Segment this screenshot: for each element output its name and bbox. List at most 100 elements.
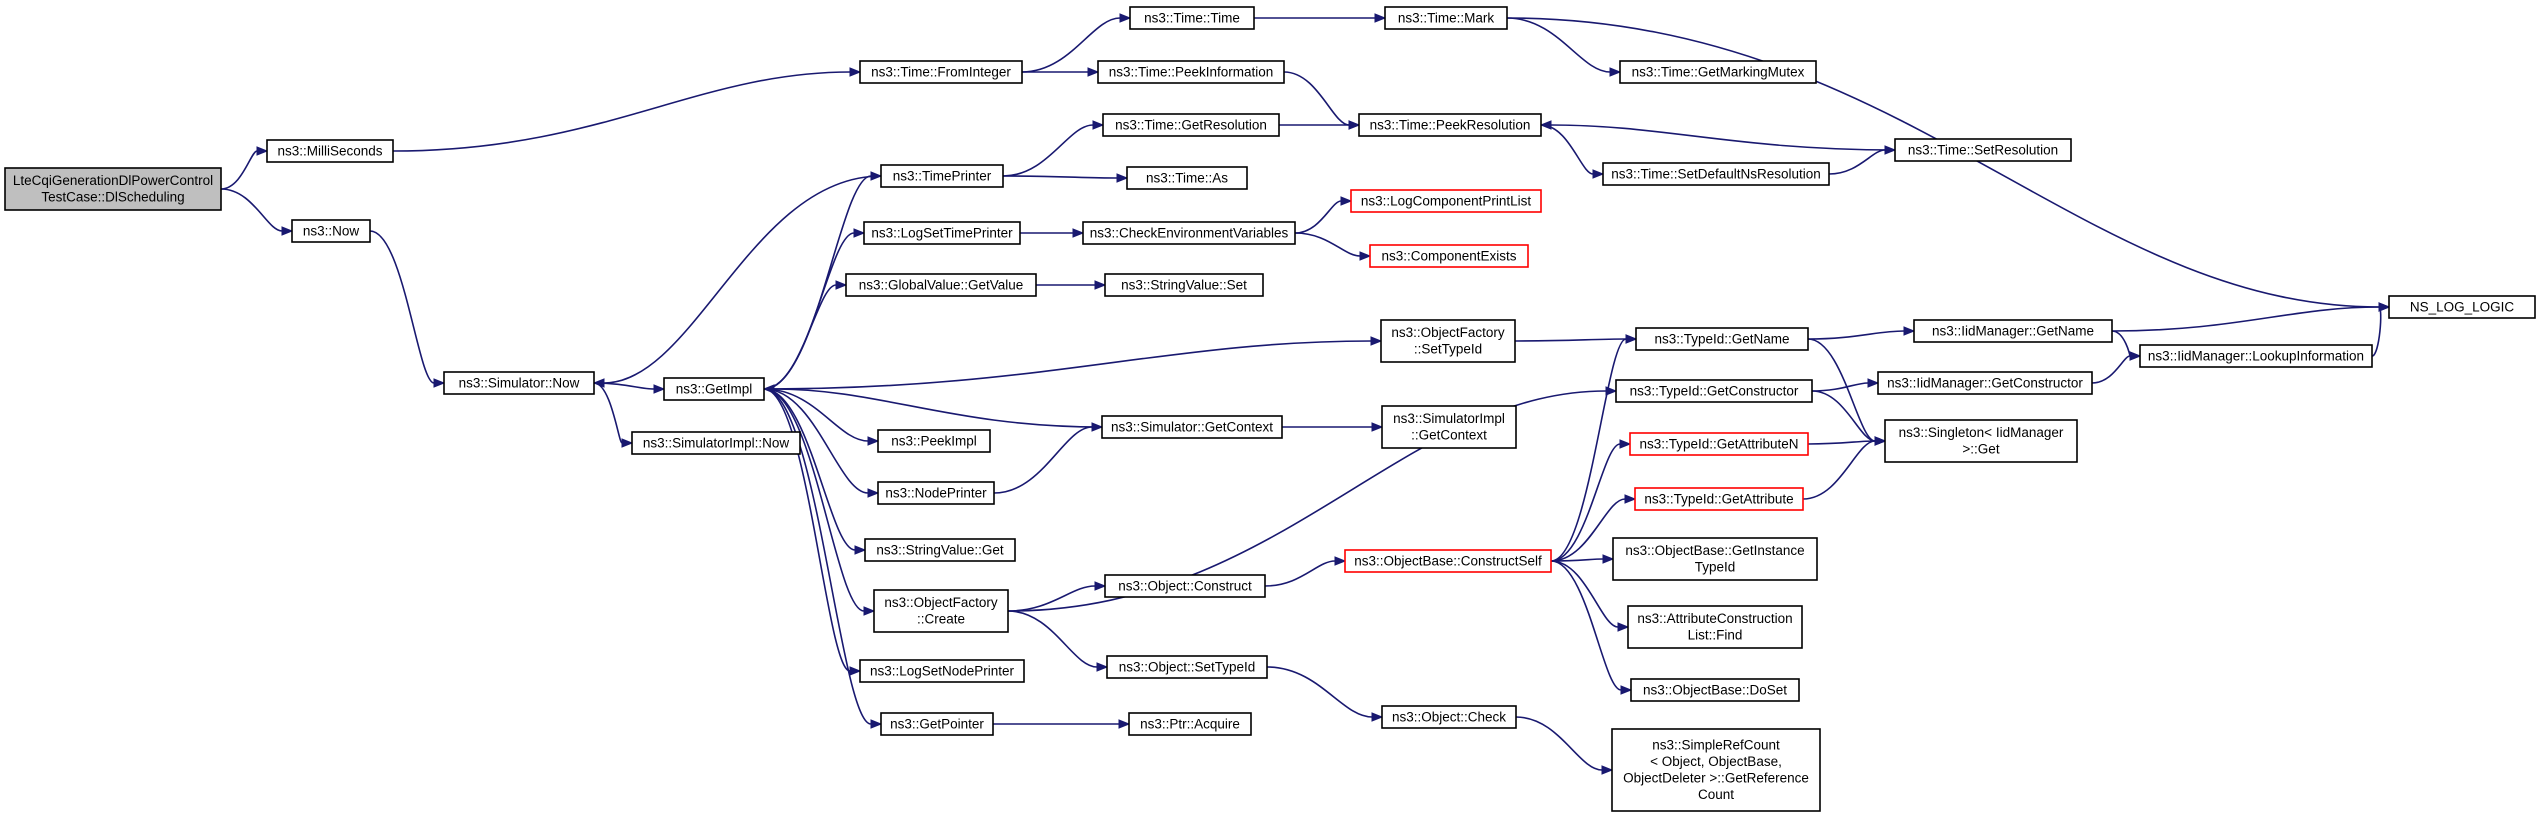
node-iidGetName[interactable]: ns3::IidManager::GetName <box>1913 319 2113 343</box>
node-box <box>631 431 801 455</box>
node-label-line: ns3::Time::PeekResolution <box>1370 117 1531 132</box>
node-logCompPrintList[interactable]: ns3::LogComponentPrintList <box>1350 189 1542 213</box>
edge-arrowhead <box>853 228 866 238</box>
node-componentExists[interactable]: ns3::ComponentExists <box>1369 244 1529 268</box>
node-setResolution[interactable]: ns3::Time::SetResolution <box>1894 138 2072 162</box>
node-box <box>2139 344 2373 368</box>
node-objFactorySetTypeId[interactable]: ns3::ObjectFactory::SetTypeId <box>1380 319 1516 363</box>
node-typeIdGetConstructor[interactable]: ns3::TypeId::GetConstructor <box>1615 379 1813 403</box>
node-simpleRefCount[interactable]: ns3::SimpleRefCount< Object, ObjectBase,… <box>1611 728 1821 812</box>
node-nodePrinter[interactable]: ns3::NodePrinter <box>877 481 995 505</box>
edge-arrowhead <box>1371 422 1384 432</box>
node-label-line: ns3::ObjectFactory <box>884 595 998 610</box>
node-simNow[interactable]: ns3::Simulator::Now <box>443 371 595 395</box>
node-label-line: ns3::ObjectBase::ConstructSelf <box>1354 553 1542 568</box>
edge-arrowhead <box>1867 378 1880 388</box>
node-objectCheck[interactable]: ns3::Object::Check <box>1381 705 1517 729</box>
node-peekResolution[interactable]: ns3::Time::PeekResolution <box>1358 113 1542 137</box>
edge-line <box>593 382 623 444</box>
node-getResolution[interactable]: ns3::Time::GetResolution <box>1102 113 1280 137</box>
node-label-line: ::GetContext <box>1411 428 1487 443</box>
edge-arrowhead <box>1602 554 1615 564</box>
node-box <box>880 712 994 736</box>
node-iidGetConstructor[interactable]: ns3::IidManager::GetConstructor <box>1877 371 2093 395</box>
node-timePrinter[interactable]: ns3::TimePrinter <box>880 164 1004 188</box>
node-timeAs[interactable]: ns3::Time::As <box>1126 166 1248 190</box>
edge-typeIdGetName-to-iidGetName <box>1807 326 1916 340</box>
node-label-line: ns3::MilliSeconds <box>277 143 382 158</box>
edge-line <box>773 388 1103 428</box>
node-timeTime[interactable]: ns3::Time::Time <box>1129 6 1255 30</box>
node-box <box>1381 705 1517 729</box>
node-box <box>859 60 1023 84</box>
node-typeIdGetAttr[interactable]: ns3::TypeId::GetAttribute <box>1634 487 1804 511</box>
edge-arrowhead <box>256 146 269 156</box>
edge-line <box>392 71 851 152</box>
edge-arrowhead <box>1334 556 1347 566</box>
edge-arrowhead <box>1072 228 1085 238</box>
edge-arrowhead <box>1370 336 1383 346</box>
edge-getImpl-to-peekImpl <box>763 388 880 446</box>
node-timeMark[interactable]: ns3::Time::Mark <box>1384 6 1508 30</box>
edge-objectConstructSelf-to-typeIdGetAttrN <box>1550 439 1632 562</box>
node-simGetContext[interactable]: ns3::Simulator::GetContext <box>1101 415 1283 439</box>
edge-getImpl-to-logSetTimePrinter <box>763 228 866 390</box>
edge-objectConstruct-to-objectConstructSelf <box>1264 556 1347 587</box>
node-setDefaultNsRes[interactable]: ns3::Time::SetDefaultNsResolution <box>1602 162 1830 186</box>
node-iidLookup[interactable]: ns3::IidManager::LookupInformation <box>2139 344 2373 368</box>
node-objectConstructSelf[interactable]: ns3::ObjectBase::ConstructSelf <box>1344 549 1552 573</box>
node-box <box>1126 166 1248 190</box>
edge-arrowhead <box>835 280 848 290</box>
node-label-line: ns3::SimulatorImpl <box>1393 411 1505 426</box>
node-label-line: ns3::TypeId::GetName <box>1654 331 1789 346</box>
node-box <box>1384 6 1508 30</box>
edge-timeTime-to-timeMark <box>1254 13 1387 23</box>
node-peekInformation[interactable]: ns3::Time::PeekInformation <box>1097 60 1285 84</box>
node-simImplNow[interactable]: ns3::SimulatorImpl::Now <box>631 431 801 455</box>
node-globalValueGetValue[interactable]: ns3::GlobalValue::GetValue <box>845 273 1037 297</box>
node-label-line: ns3::Object::Check <box>1392 709 1506 724</box>
node-nsLogLogic[interactable]: NS_LOG_LOGIC <box>2388 295 2536 319</box>
node-box <box>1097 60 1285 84</box>
node-now[interactable]: ns3::Now <box>291 219 371 243</box>
node-getImpl[interactable]: ns3::GetImpl <box>663 377 765 401</box>
edge-arrowhead <box>281 226 294 236</box>
node-box <box>859 659 1025 683</box>
node-objBaseDoSet[interactable]: ns3::ObjectBase::DoSet <box>1630 678 1800 702</box>
node-milliseconds[interactable]: ns3::MilliSeconds <box>266 139 394 163</box>
node-fromInteger[interactable]: ns3::Time::FromInteger <box>859 60 1023 84</box>
node-getMarkingMutex[interactable]: ns3::Time::GetMarkingMutex <box>1619 60 1817 84</box>
nodes-layer: LteCqiGenerationDlPowerControlTestCase::… <box>4 6 2536 812</box>
edge-arrowhead <box>1903 326 1916 336</box>
node-stringValueSet[interactable]: ns3::StringValue::Set <box>1104 273 1264 297</box>
node-box <box>1611 728 1821 812</box>
node-logSetTimePrinter[interactable]: ns3::LogSetTimePrinter <box>863 221 1021 245</box>
node-label-line: Count <box>1698 787 1734 802</box>
node-label-line: ns3::StringValue::Get <box>876 542 1004 557</box>
node-box <box>1380 319 1516 363</box>
node-objFactoryCreate[interactable]: ns3::ObjectFactory::Create <box>873 589 1009 633</box>
edge-line <box>763 388 856 551</box>
node-label-line: ns3::AttributeConstruction <box>1637 611 1792 626</box>
node-box <box>1884 419 2078 463</box>
node-logSetNodePrinter[interactable]: ns3::LogSetNodePrinter <box>859 659 1025 683</box>
node-objectConstruct[interactable]: ns3::Object::Construct <box>1104 574 1266 598</box>
node-typeIdGetName[interactable]: ns3::TypeId::GetName <box>1635 327 1809 351</box>
edge-line <box>2111 330 2131 357</box>
edge-objFactorySetTypeId-to-typeIdGetName <box>1514 334 1638 344</box>
edge-iidLookup-to-nsLogLogic <box>2371 302 2391 357</box>
node-ptrAcquire[interactable]: ns3::Ptr::Acquire <box>1128 712 1252 736</box>
edge-arrowhead <box>1625 334 1638 344</box>
node-simImplGetContext[interactable]: ns3::SimulatorImpl::GetContext <box>1381 405 1517 449</box>
node-checkEnvVars[interactable]: ns3::CheckEnvironmentVariables <box>1082 221 1296 245</box>
node-stringValueGet[interactable]: ns3::StringValue::Get <box>864 538 1016 562</box>
edge-line <box>1550 560 1619 628</box>
node-objectSetTypeId[interactable]: ns3::Object::SetTypeId <box>1106 655 1268 679</box>
node-peekImpl[interactable]: ns3::PeekImpl <box>877 429 991 453</box>
edge-line <box>1007 585 1096 612</box>
node-typeIdGetAttrN[interactable]: ns3::TypeId::GetAttributeN <box>1629 432 1809 456</box>
node-getPointer[interactable]: ns3::GetPointer <box>880 712 994 736</box>
node-singletonGet[interactable]: ns3::Singleton< IidManager>::Get <box>1884 419 2078 463</box>
